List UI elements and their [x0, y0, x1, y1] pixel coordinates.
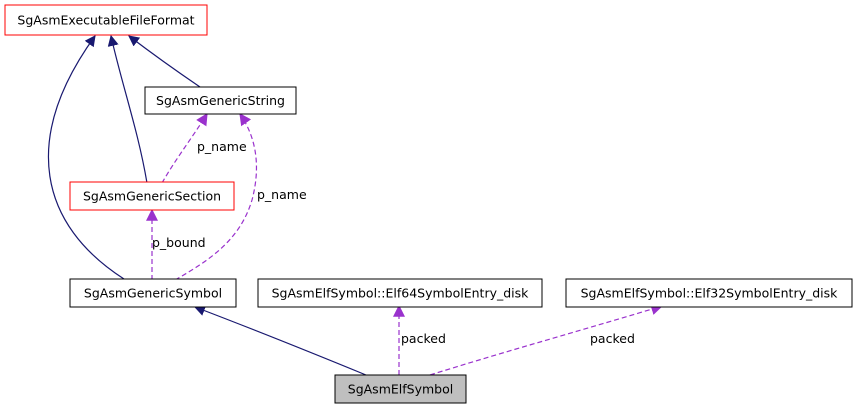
edge-label-elf32-packed: packed [590, 331, 635, 346]
node-label-executable-file-format: SgAsmExecutableFileFormat [17, 13, 194, 28]
edge-generic-symbol-to-generic-string [174, 113, 258, 281]
edge-elf-symbol-to-elf32-entry [429, 303, 664, 376]
node-label-elf-symbol: SgAsmElfSymbol [348, 382, 453, 397]
node-sg-asm-generic-symbol[interactable]: SgAsmGenericSymbol [69, 278, 237, 308]
node-label-generic-symbol: SgAsmGenericSymbol [84, 286, 222, 301]
edge-generic-string-to-executable-file-format [128, 35, 201, 88]
node-elf64-symbol-entry-disk[interactable]: SgAsmElfSymbol::Elf64SymbolEntry_disk [257, 278, 543, 308]
edge-label-symbol-p-name: p_name [257, 187, 307, 202]
edge-generic-section-to-generic-string [161, 112, 208, 184]
node-label-generic-section: SgAsmGenericSection [83, 189, 221, 204]
edge-elf-symbol-to-generic-symbol [193, 305, 367, 376]
node-label-elf32-entry: SgAsmElfSymbol::Elf32SymbolEntry_disk [581, 286, 839, 301]
node-sg-asm-generic-section[interactable]: SgAsmGenericSection [69, 181, 235, 211]
edge-label-p-bound: p_bound [152, 235, 206, 250]
edge-generic-section-to-executable-file-format [107, 34, 148, 184]
node-sg-asm-elf-symbol[interactable]: SgAsmElfSymbol [334, 374, 467, 404]
edge-label-elf64-packed: packed [401, 331, 446, 346]
node-sg-asm-generic-string[interactable]: SgAsmGenericString [144, 86, 297, 115]
edge-generic-symbol-to-executable-file-format [47, 35, 125, 280]
node-elf32-symbol-entry-disk[interactable]: SgAsmElfSymbol::Elf32SymbolEntry_disk [565, 278, 853, 308]
node-label-elf64-entry: SgAsmElfSymbol::Elf64SymbolEntry_disk [272, 286, 530, 301]
edge-label-section-p-name: p_name [197, 139, 247, 154]
node-sg-asm-executable-file-format[interactable]: SgAsmExecutableFileFormat [4, 4, 208, 36]
node-label-generic-string: SgAsmGenericString [156, 93, 285, 108]
